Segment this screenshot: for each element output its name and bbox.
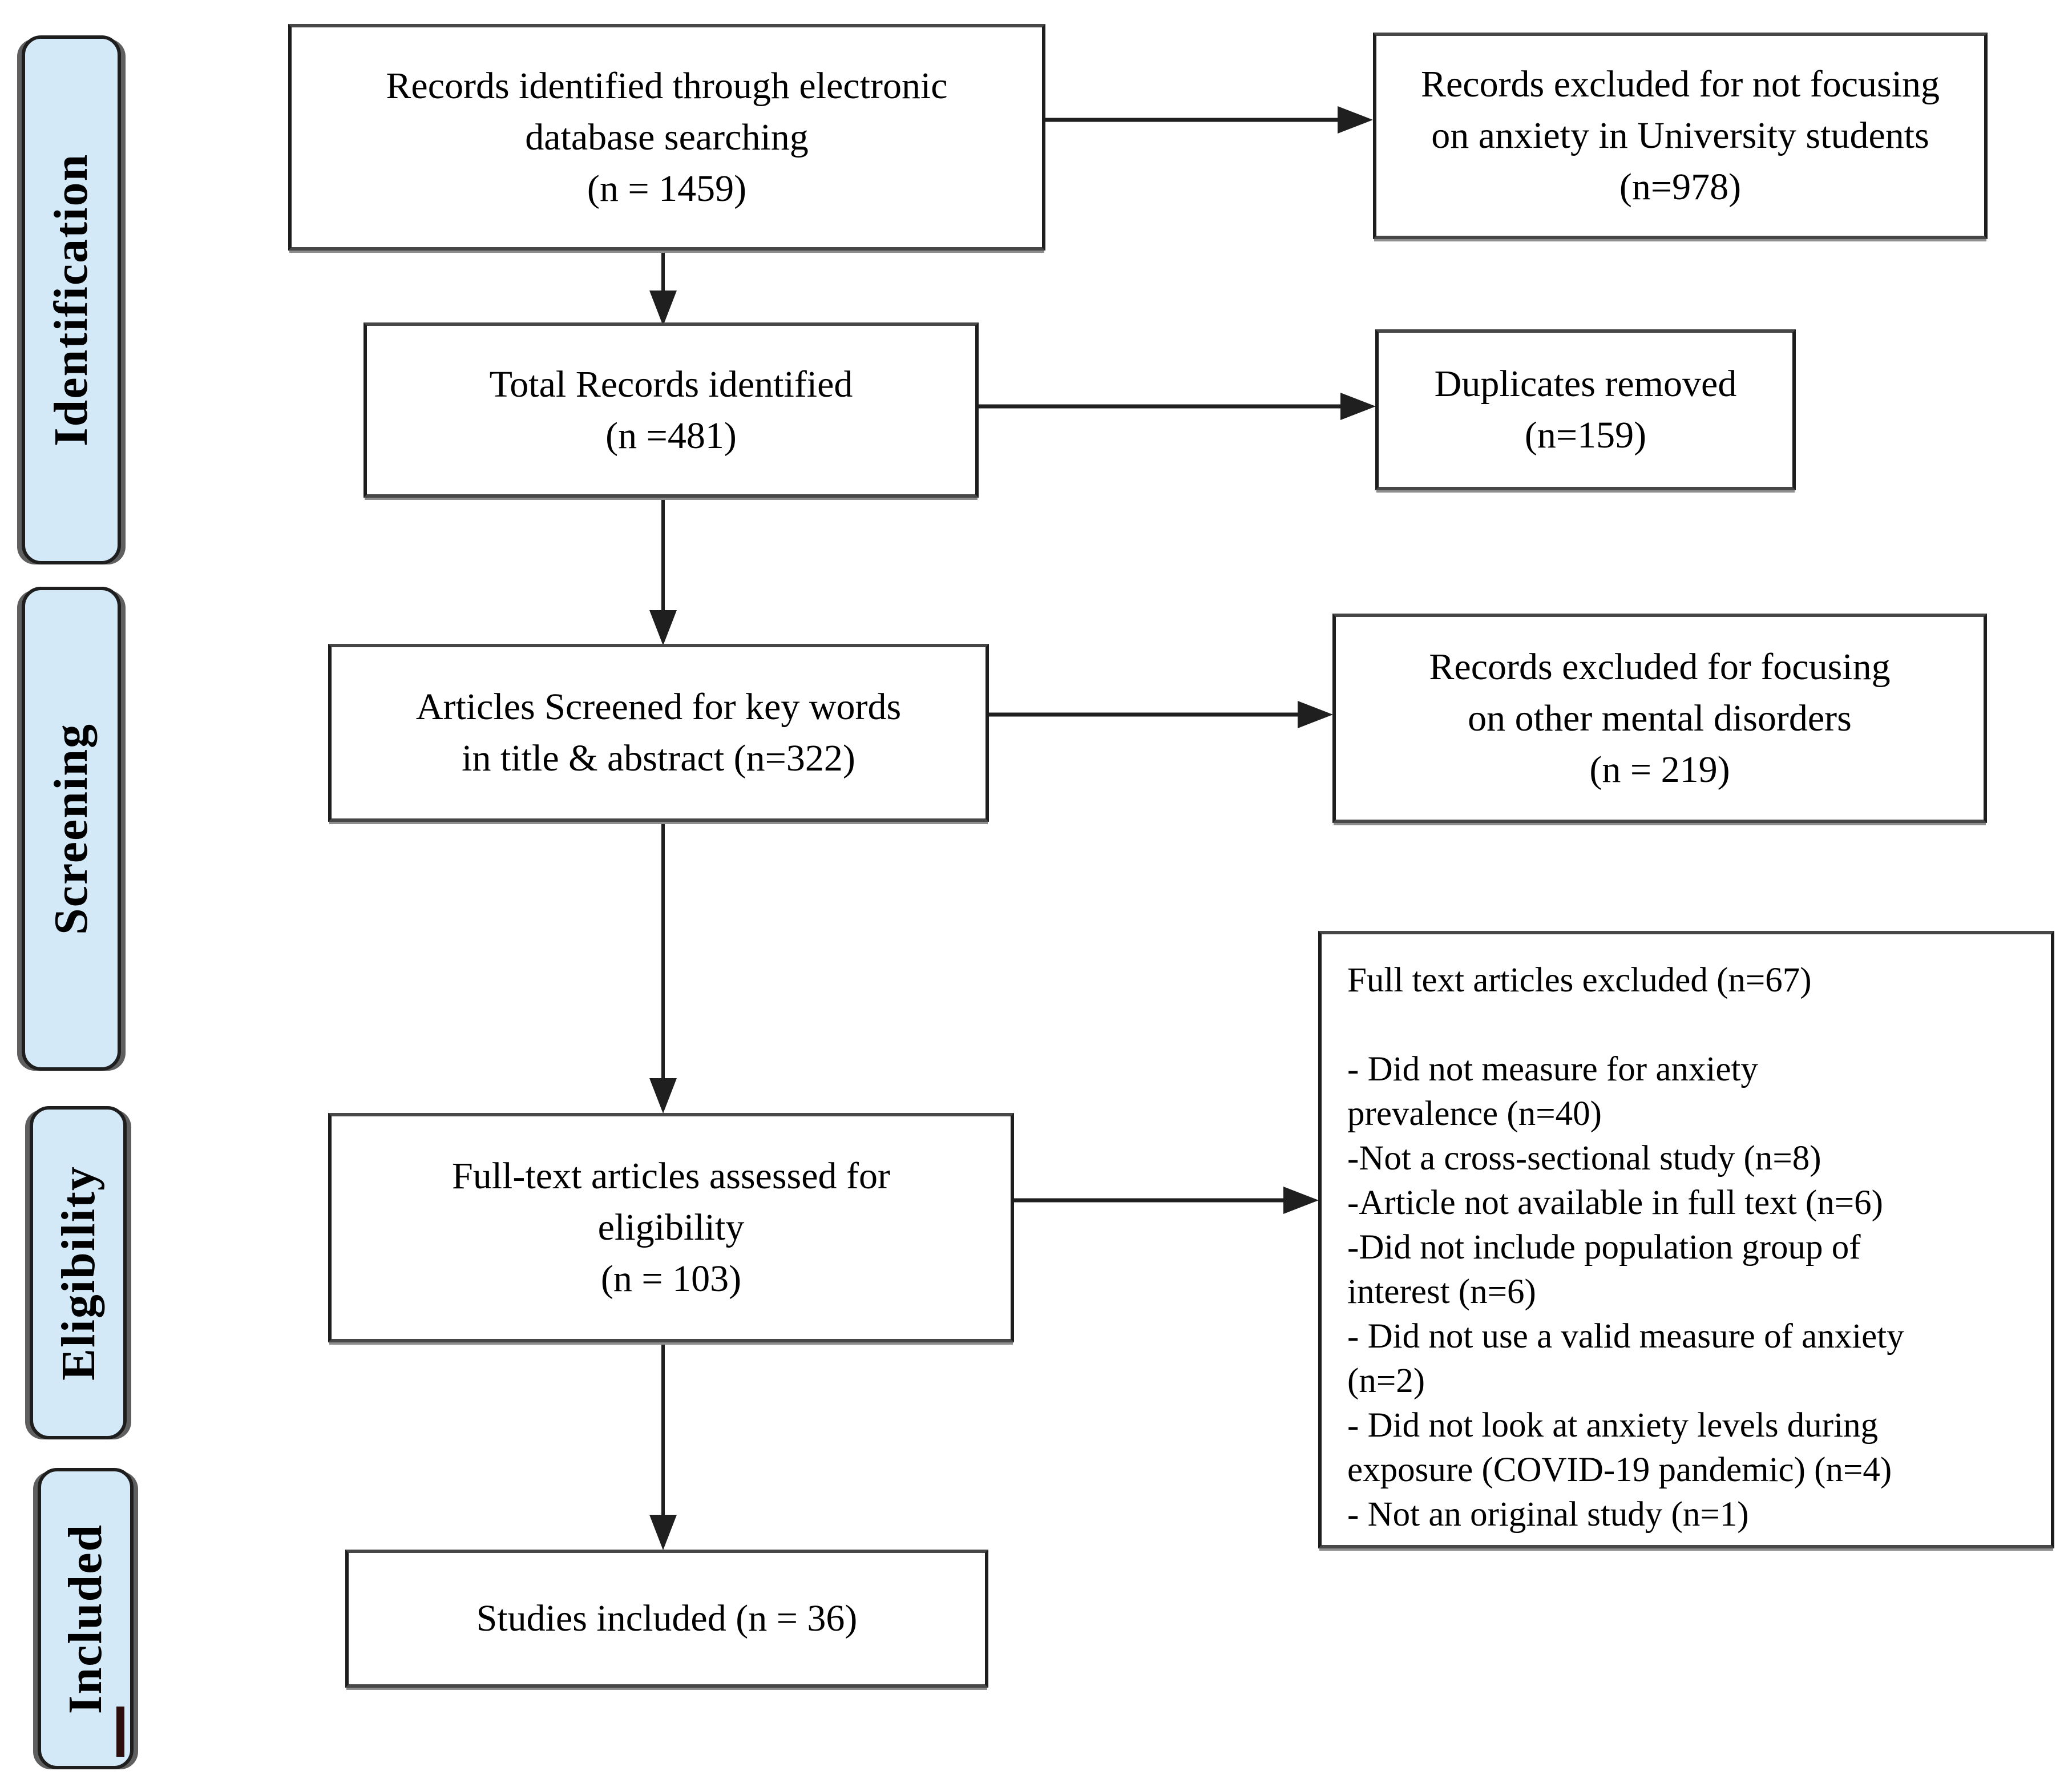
box-text-line: (n=978) [1619, 166, 1742, 208]
box-text-line: - Did not measure for anxiety [1347, 1050, 1758, 1088]
box-text-line: exposure (COVID-19 pandemic) (n=4) [1347, 1451, 1892, 1489]
box-text-line: Full-text articles assessed for [452, 1155, 890, 1197]
box-text-line: eligibility [597, 1207, 745, 1248]
box-text-line: (n=2) [1347, 1362, 1425, 1400]
box-text-line: (n = 219) [1589, 748, 1730, 790]
stage-eligibility: Eligibility [30, 1106, 127, 1439]
stage-identification: Identification [22, 35, 121, 564]
box-text-line: Studies included (n = 36) [476, 1598, 858, 1639]
stage-included-label: Included [59, 1523, 112, 1714]
box-records-identified: Records identified through electronic dat… [288, 24, 1045, 251]
box-text-line: Duplicates removed [1434, 363, 1737, 405]
box-text-line: interest (n=6) [1347, 1273, 1536, 1311]
box-text-line: database searching [525, 116, 809, 158]
box-text-line: - Did not look at anxiety levels during [1347, 1406, 1879, 1445]
box-text-line: prevalence (n=40) [1347, 1095, 1602, 1133]
box-text-line: - Did not use a valid measure of anxiety [1347, 1317, 1904, 1356]
box-text-line: Total Records identified [489, 363, 853, 405]
box-text-line: on anxiety in University students [1431, 115, 1929, 156]
box-text-line: -Not a cross-sectional study (n=8) [1347, 1139, 1821, 1177]
box-text-line: Records excluded for focusing [1429, 646, 1891, 688]
box-duplicates-removed: Duplicates removed (n=159) [1375, 329, 1796, 490]
box-records-excluded-not-anxiety: Records excluded for not focusing on anxi… [1373, 33, 1988, 239]
box-text-line: Records excluded for not focusing [1420, 63, 1940, 105]
box-text-line: in title & abstract (n=322) [462, 737, 855, 779]
box-text-line: Records identified through electronic [386, 64, 948, 107]
box-text-line: Full text articles excluded (n=67) [1347, 961, 1812, 999]
stage-screening-label: Screening [45, 723, 98, 935]
box-studies-included: Studies included (n = 36) [345, 1550, 988, 1688]
stray-mark [116, 1707, 124, 1757]
box-text-line: on other mental disorders [1468, 697, 1852, 739]
box-text-line: Articles Screened for key words [415, 686, 902, 728]
box-text-line: (n =481) [605, 414, 737, 457]
box-text-line: (n = 1459) [587, 167, 747, 209]
stage-screening: Screening [22, 587, 121, 1071]
box-fulltext-articles-excluded: Full text articles excluded (n=67) - Did … [1318, 931, 2054, 1548]
box-fulltext-assessed: Full-text articles assessed for eligibili… [328, 1113, 1014, 1342]
box-text-line: (n=159) [1524, 414, 1647, 456]
box-text-line: -Article not available in full text (n=6… [1347, 1184, 1883, 1222]
box-total-records-identified: Total Records identified (n =481) [363, 322, 979, 498]
box-text-line: -Did not include population group of [1347, 1228, 1861, 1266]
box-text-line: (n = 103) [600, 1258, 742, 1300]
stage-eligibility-label: Eligibility [51, 1165, 105, 1381]
box-text-line: - Not an original study (n=1) [1347, 1495, 1749, 1534]
box-records-excluded-other-disorders: Records excluded for focusing on other me… [1332, 614, 1987, 823]
stage-identification-label: Identification [45, 153, 98, 447]
box-articles-screened: Articles Screened for key words in title … [328, 644, 989, 822]
